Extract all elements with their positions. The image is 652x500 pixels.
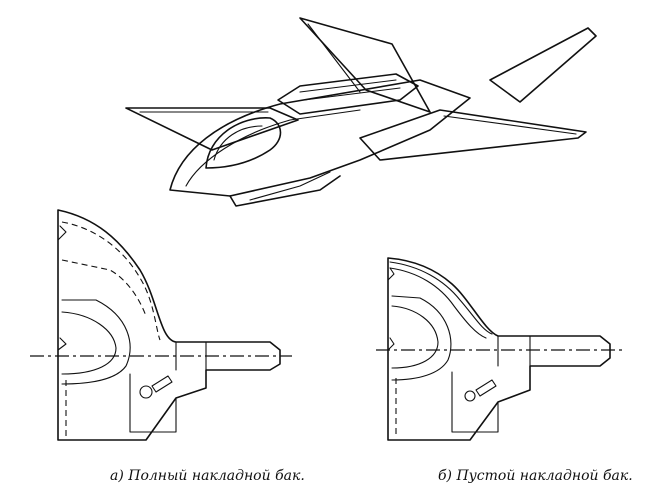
caption-empty-tank: б) Пустой накладной бак. xyxy=(438,468,633,484)
caption-full-tank: а) Полный накладной бак. xyxy=(110,468,305,484)
